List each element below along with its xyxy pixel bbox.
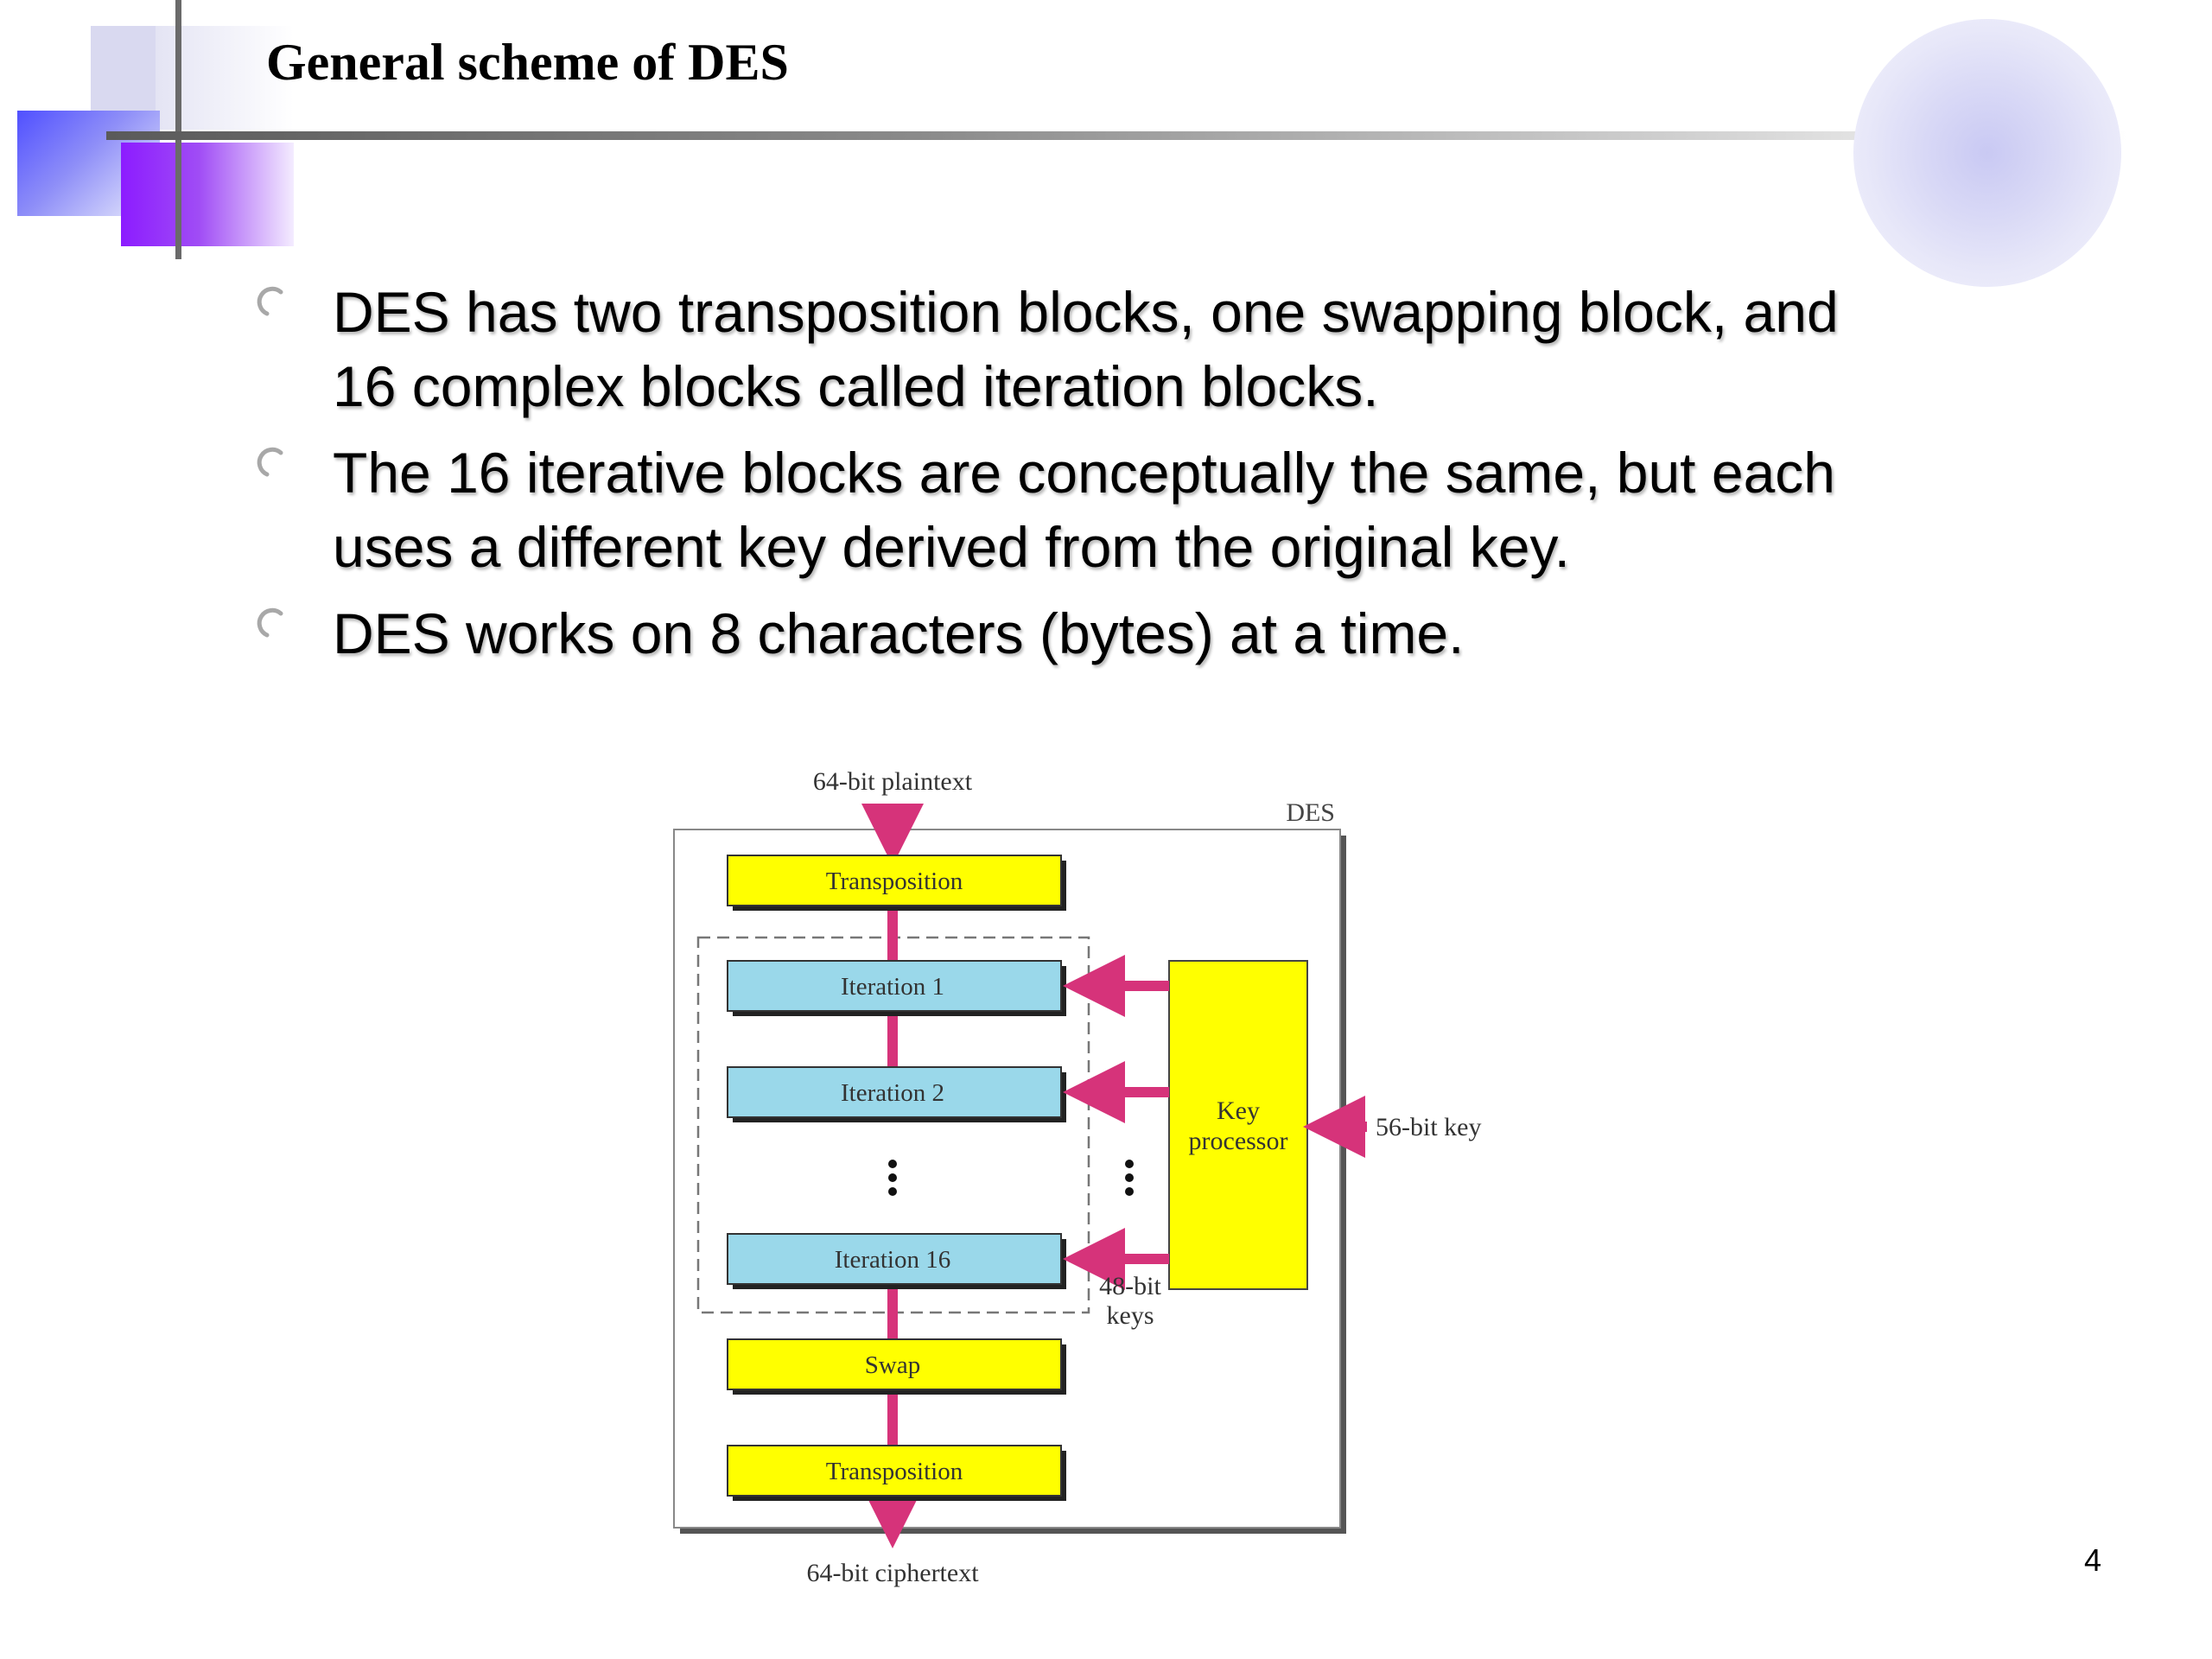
bullet-line: DES works on 8 characters (bytes) at a t… bbox=[333, 601, 1465, 665]
ellipsis-iterations bbox=[888, 1160, 897, 1196]
iteration-16-block bbox=[727, 1233, 1062, 1285]
plaintext-label: 64-bit plaintext bbox=[813, 767, 973, 796]
slide-title: General scheme of DES bbox=[266, 34, 789, 91]
transposition-top-label: Transposition bbox=[826, 868, 963, 895]
iteration-2-label: Iteration 2 bbox=[841, 1079, 944, 1107]
key-processor-label: Key bbox=[1217, 1096, 1260, 1125]
des-frame-label: DES bbox=[1286, 798, 1335, 827]
ellipsis-subkeys bbox=[1125, 1160, 1134, 1196]
transposition-bottom-block bbox=[727, 1445, 1062, 1497]
decor-vertical-line bbox=[175, 0, 181, 259]
bullet-arc-icon bbox=[257, 286, 283, 316]
ciphertext-label: 64-bit ciphertext bbox=[806, 1559, 979, 1587]
bullet-arc-icon bbox=[257, 447, 283, 477]
subkeys-label: keys bbox=[1107, 1301, 1154, 1330]
des-diagram: DES Transposition Iteration 1 Iteration … bbox=[673, 767, 1481, 1587]
bullet-item: The 16 iterative blocks are conceptually… bbox=[255, 435, 2026, 584]
bullet-arc-icon bbox=[257, 607, 283, 638]
bullet-item: DES has two transposition blocks, one sw… bbox=[255, 275, 2026, 423]
bullet-line: uses a different key derived from the or… bbox=[333, 515, 1570, 579]
subkeys-label: 48-bit bbox=[1099, 1272, 1161, 1300]
bullet-line: DES has two transposition blocks, one sw… bbox=[333, 280, 1839, 344]
bullet-line: The 16 iterative blocks are conceptually… bbox=[333, 441, 1835, 505]
decor-circle bbox=[1853, 19, 2121, 287]
page-number: 4 bbox=[2084, 1542, 2102, 1578]
bullet-list: DES has two transposition blocks, one sw… bbox=[255, 275, 2026, 683]
swap-label: Swap bbox=[865, 1351, 920, 1379]
decor-square-purple bbox=[121, 143, 294, 246]
transposition-top-block bbox=[727, 855, 1062, 906]
key-input-label: 56-bit key bbox=[1376, 1113, 1481, 1141]
decor-horizontal-rule bbox=[106, 131, 2128, 140]
iteration-1-block bbox=[727, 960, 1062, 1012]
key-processor-block bbox=[1168, 960, 1308, 1290]
bullet-item: DES works on 8 characters (bytes) at a t… bbox=[255, 596, 2026, 671]
transposition-bottom-label: Transposition bbox=[826, 1458, 963, 1485]
iteration-16-label: Iteration 16 bbox=[835, 1246, 950, 1274]
swap-block bbox=[727, 1338, 1062, 1390]
iteration-1-label: Iteration 1 bbox=[841, 973, 944, 1001]
iteration-2-block bbox=[727, 1066, 1062, 1118]
key-processor-label: processor bbox=[1189, 1127, 1288, 1155]
bullet-line: 16 complex blocks called iteration block… bbox=[333, 354, 1379, 418]
